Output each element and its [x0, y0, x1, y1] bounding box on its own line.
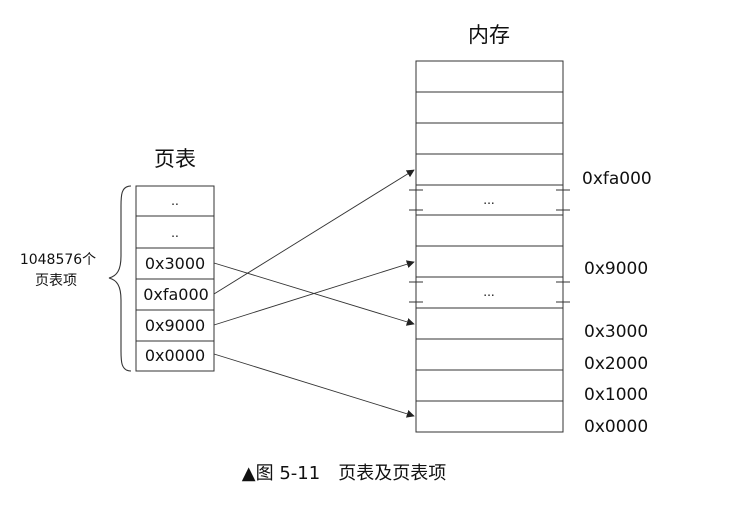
memory-gap-ellipsis: ...: [483, 285, 494, 299]
memory-row: [415, 214, 564, 247]
curly-brace: [108, 185, 132, 372]
entry-text: 0x0000: [145, 346, 205, 365]
entry-text: ..: [171, 194, 179, 208]
memory-gap-ellipsis: ...: [483, 193, 494, 207]
figure-caption: ▲图 5-11 页表及页表项: [242, 463, 446, 484]
page-table-entry: [135, 185, 215, 217]
memory-row: [415, 400, 564, 433]
memory-gap-row: [415, 276, 564, 309]
memory-row: [415, 369, 564, 402]
entry-text: ..: [171, 226, 179, 240]
address-label: 0x3000: [584, 322, 648, 342]
address-label: 0x0000: [584, 417, 648, 437]
page-table-entry: [135, 247, 215, 280]
memory-row: [415, 91, 564, 124]
memory-row: [415, 153, 564, 186]
address-label: 0x2000: [584, 354, 648, 374]
entry-text: 0x9000: [145, 316, 205, 335]
entry-text: 0xfa000: [143, 285, 209, 304]
mapping-arrow: [213, 169, 415, 295]
entry-text: 0x3000: [145, 254, 205, 273]
address-label: 0x9000: [584, 259, 648, 279]
brace-label: 页表项: [35, 273, 77, 289]
memory-row: [415, 60, 564, 93]
memory-row: [415, 307, 564, 340]
page-table-entry: [135, 340, 215, 372]
memory-row: [415, 338, 564, 371]
page-table-title: 页表: [154, 147, 196, 171]
brace-count: 1048576个: [20, 252, 96, 268]
address-label: 0x1000: [584, 385, 648, 405]
memory-row: [415, 122, 564, 155]
page-table-entry: [135, 278, 215, 311]
mapping-arrow: [213, 353, 415, 418]
page-table-entry: [135, 215, 215, 249]
memory-title: 内存: [468, 23, 510, 47]
page-table-entry: [135, 309, 215, 342]
memory-break-marks: [409, 189, 570, 303]
memory-gap-row: [415, 184, 564, 216]
memory-block: [415, 60, 564, 433]
memory-row: [415, 245, 564, 278]
mapping-arrow: [213, 260, 415, 326]
page-table-block: [135, 185, 215, 372]
address-label: 0xfa000: [582, 169, 652, 189]
